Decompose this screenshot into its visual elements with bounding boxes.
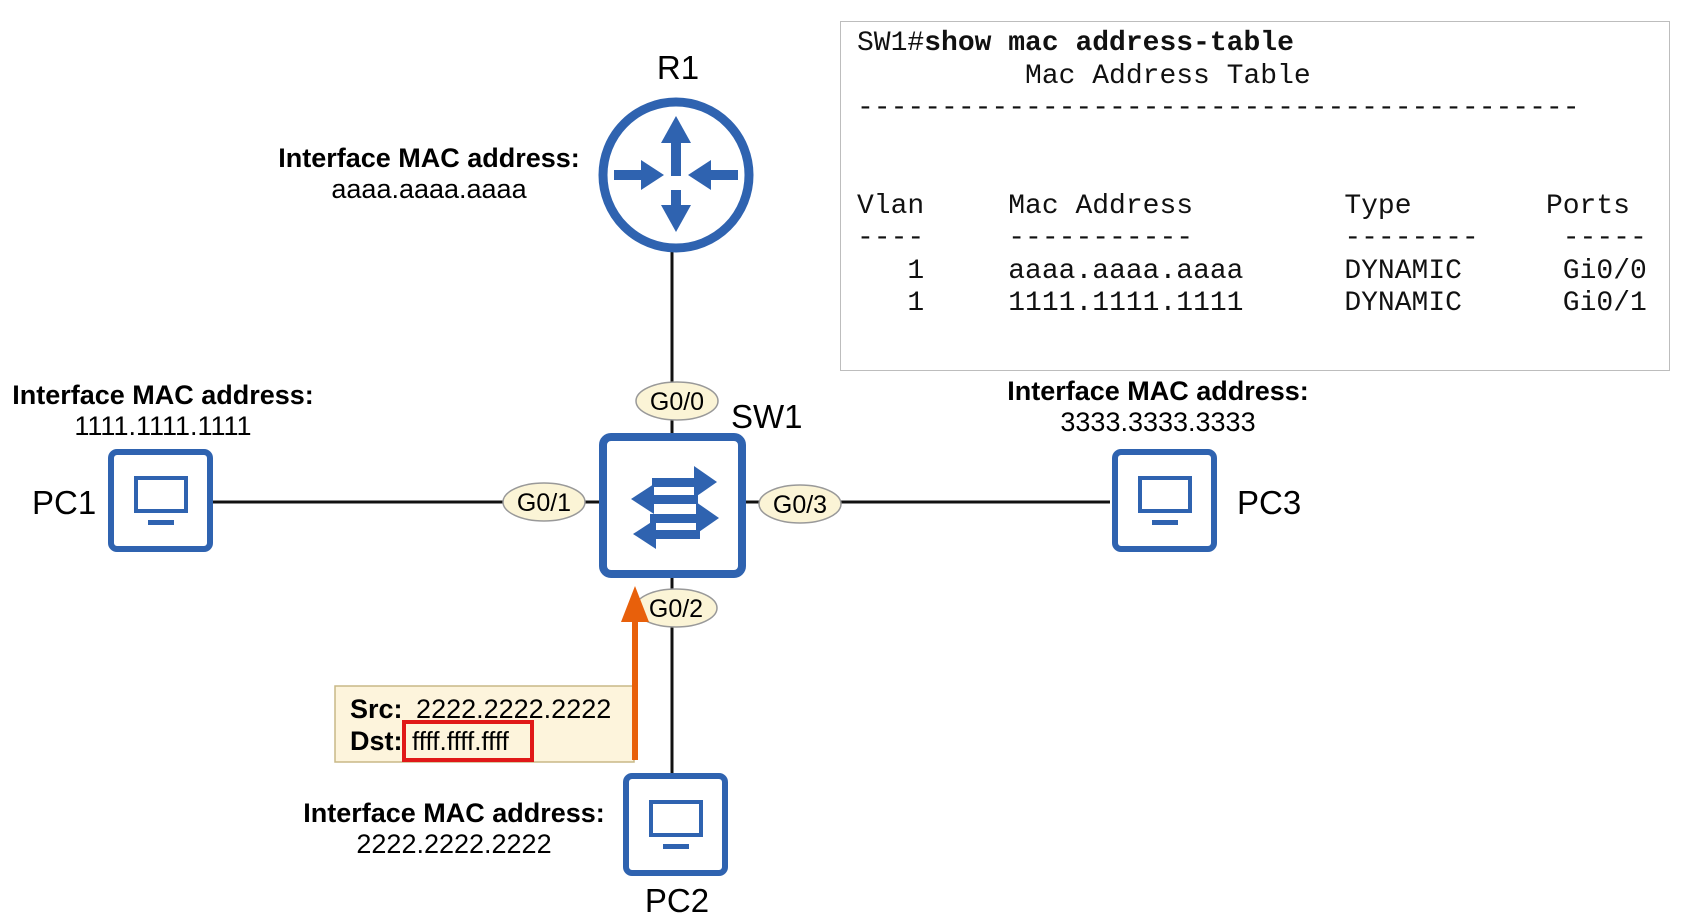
cli-underline-vlan: ----	[857, 223, 925, 254]
cli-output-window: SW1#show mac address-table Mac Address T…	[840, 21, 1670, 371]
cli-header-vlan: Vlan	[857, 190, 925, 222]
pc3-name: PC3	[1237, 484, 1301, 521]
table-row-2-port: Gi0/1	[1562, 288, 1647, 319]
switch-icon[interactable]	[599, 433, 746, 578]
frame-box: Src: 2222.2222.2222 Dst: ffff.ffff.ffff	[334, 685, 635, 763]
table-row-1-mac: aaaa.aaaa.aaaa	[1008, 255, 1244, 287]
interface-g03-label: G0/3	[758, 484, 842, 524]
svg-text:G0/2: G0/2	[649, 595, 703, 623]
table-row-1-vlan: 1	[907, 255, 925, 287]
cli-header-ports: Ports	[1545, 190, 1630, 222]
pc2-mac-label: Interface MAC address:	[303, 798, 605, 828]
pc2-mac-value: 2222.2222.2222	[356, 829, 551, 859]
table-row-1-port: Gi0/0	[1562, 255, 1647, 287]
r1-name: R1	[657, 49, 699, 86]
interface-g00-label: G0/0	[635, 381, 719, 421]
svg-text:G0/1: G0/1	[517, 489, 571, 517]
pc2-icon[interactable]	[623, 773, 728, 876]
cli-underline-type: --------	[1344, 223, 1479, 254]
frame-dst-value: ffff.ffff.ffff	[412, 726, 510, 756]
r1-mac-value: aaaa.aaaa.aaaa	[331, 174, 527, 204]
dst-highlight-box	[402, 720, 534, 762]
cli-table-title: Mac Address Table	[857, 60, 1311, 92]
table-row-2-type: DYNAMIC	[1344, 288, 1462, 319]
pc1-icon[interactable]	[108, 449, 213, 552]
frame-src-label: Src:	[350, 694, 403, 724]
pc3-mac-label: Interface MAC address:	[1007, 376, 1309, 406]
pc1-mac-value: 1111.1111.1111	[74, 411, 251, 441]
frame-dst-label: Dst:	[350, 726, 403, 756]
sw1-name: SW1	[731, 398, 803, 435]
cli-prompt: SW1#	[857, 28, 925, 59]
frame-direction-arrow	[621, 586, 649, 760]
cli-underline-mac: -----------	[1008, 223, 1194, 254]
cli-divider: ----------------------------------------…	[857, 93, 1580, 124]
cli-header-mac: Mac Address	[1008, 190, 1194, 222]
interface-g02-label: G0/2	[634, 588, 718, 628]
cli-header-type: Type	[1344, 190, 1412, 222]
table-row-1-type: DYNAMIC	[1344, 255, 1462, 287]
pc2-name: PC2	[645, 882, 709, 919]
frame-src-value: 2222.2222.2222	[416, 694, 611, 724]
r1-mac-label: Interface MAC address:	[278, 143, 580, 173]
cli-output: SW1#show mac address-table Mac Address T…	[857, 28, 1647, 321]
svg-text:G0/3: G0/3	[773, 491, 827, 519]
cli-command: show mac address-table	[924, 28, 1294, 59]
interface-g01-label: G0/1	[502, 482, 586, 522]
pc3-icon[interactable]	[1112, 449, 1217, 552]
pc1-mac-label: Interface MAC address:	[12, 380, 314, 410]
svg-text:Src: 2222.2222.2222: Src: 2222.2222.2222	[350, 694, 611, 724]
cli-underline-ports: -----	[1562, 223, 1647, 254]
pc1-name: PC1	[32, 484, 96, 521]
table-row-2-mac: 1111.1111.1111	[1008, 288, 1244, 319]
table-row-2-vlan: 1	[907, 288, 925, 319]
svg-text:G0/0: G0/0	[650, 388, 704, 416]
router-icon[interactable]	[598, 97, 754, 253]
pc3-mac-value: 3333.3333.3333	[1060, 407, 1255, 437]
